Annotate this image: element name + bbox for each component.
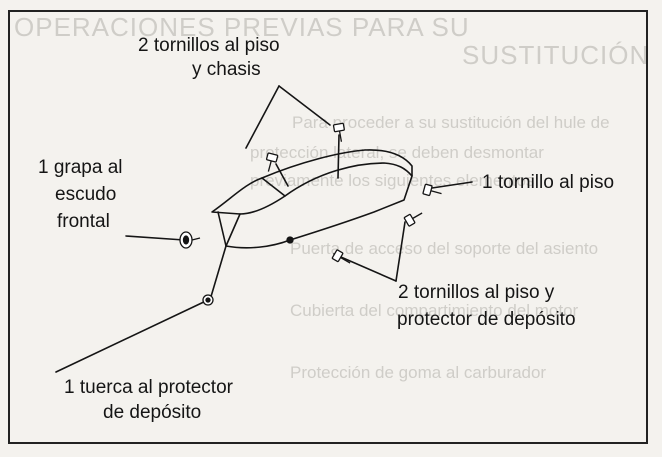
leader-nut	[55, 299, 209, 373]
ghost-item-2: Cubierta del compartimiento del motor	[290, 301, 579, 320]
label-right-screw: 1 tornillo al piso	[482, 172, 615, 193]
leader-top-right	[278, 85, 331, 126]
label-nut-line1: 1 tuerca al protector	[64, 377, 233, 398]
label-clip-line3: frontal	[57, 211, 110, 232]
label-bottom-screws-line2: protector de depósito	[397, 309, 576, 330]
screw-icon	[332, 122, 345, 142]
ghost-title-line2: SUSTITUCIÓN	[462, 40, 650, 70]
side-protector-part	[211, 149, 413, 215]
clip-icon	[179, 231, 201, 249]
leader-bottom-a	[333, 253, 397, 282]
screw-icon	[265, 152, 279, 172]
label-nut-line2: de depósito	[103, 402, 202, 423]
label-top-screws-line2: y chasis	[192, 59, 261, 80]
ghost-item-1: Puerta de acceso del soporte del asiento	[290, 239, 599, 258]
label-top-screws-line1: 2 tornillos al piso	[138, 35, 280, 56]
nut-icon	[202, 294, 214, 306]
figure-frame	[8, 10, 648, 444]
rivet-icon	[286, 236, 294, 244]
ghost-title-line1: OPERACIONES PREVIAS PARA SU	[14, 12, 470, 42]
label-clip-line1: 1 grapa al	[38, 157, 123, 178]
leader-bottom-b	[395, 221, 406, 282]
leader-clip	[125, 235, 185, 241]
leader-right-screw	[431, 181, 473, 189]
ghost-body-line1: Para proceder a su sustitución del hule …	[292, 113, 610, 132]
screw-icon	[422, 183, 442, 197]
screw-icon	[331, 249, 351, 264]
ghost-item-3: Protección de goma al carburador	[290, 363, 547, 382]
leader-top-left	[245, 85, 280, 149]
label-bottom-screws-line1: 2 tornillos al piso y	[398, 282, 555, 303]
screw-icon	[403, 212, 423, 227]
label-clip-line2: escudo	[55, 184, 117, 205]
